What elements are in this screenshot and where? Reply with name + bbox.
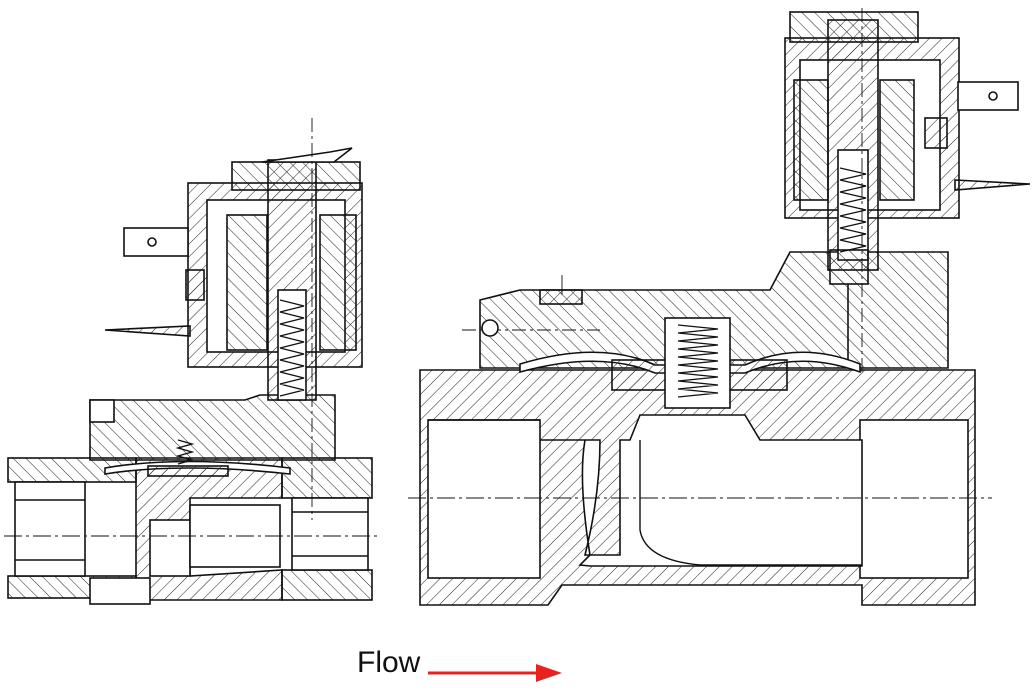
left-valve-top-nut (231, 161, 361, 191)
right-valve-spade-terminal (924, 81, 1019, 149)
right-valve-coil-left (793, 79, 829, 201)
left-valve-diaphragm-spring (175, 439, 195, 465)
left-valve-section (4, 118, 378, 605)
left-valve-armature-spring (279, 299, 305, 397)
flow-label: Flow (357, 646, 421, 679)
left-valve-ground-tab (104, 325, 191, 337)
left-valve-spade-terminal (123, 227, 205, 301)
left-valve-coil-left (226, 214, 268, 351)
right-valve-inner-chamber (540, 414, 863, 567)
right-valve-section (408, 8, 1031, 606)
right-valve-main-spring (677, 324, 719, 398)
arrow-right-icon (428, 664, 562, 682)
right-valve-top-nut (789, 11, 919, 43)
left-valve-cover (89, 394, 336, 461)
left-valve-outlet-fitting (281, 457, 373, 499)
right-valve-ground-tab (954, 179, 1031, 191)
right-valve-armature-spring (839, 167, 867, 253)
left-valve-coil-right (319, 214, 357, 351)
left-valve-outlet-fitting-bottom (281, 569, 373, 601)
right-valve-coil-right (879, 79, 915, 201)
